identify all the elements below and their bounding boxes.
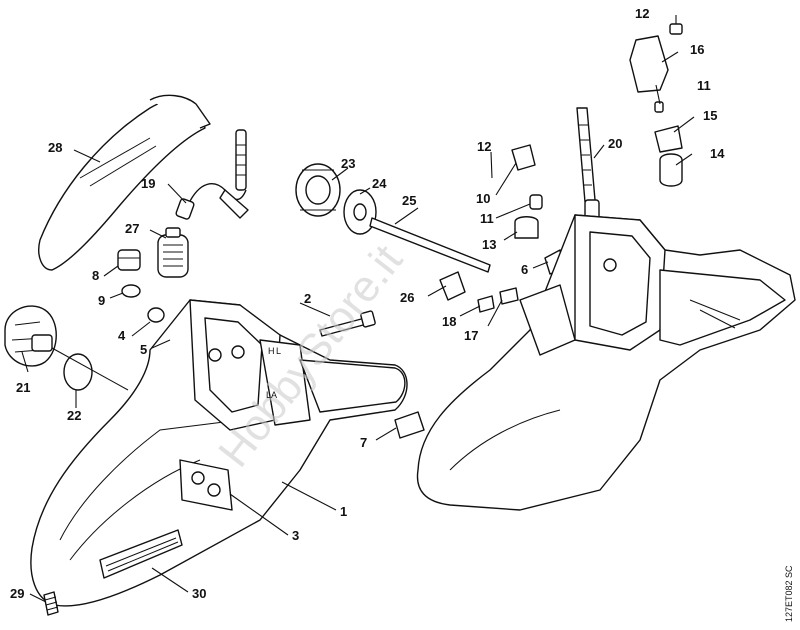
callout-23: 23 [341, 156, 355, 171]
bushing-part [499, 287, 519, 305]
callout-4: 4 [118, 328, 126, 343]
oil-pump-worm-part [295, 163, 341, 217]
handle-grip-part [629, 35, 669, 93]
callout-7: 7 [360, 435, 367, 450]
callout-22: 22 [67, 408, 81, 423]
callout-15: 15 [703, 108, 717, 123]
callout-5: 5 [140, 342, 147, 357]
callout-16: 16 [690, 42, 704, 57]
callout-12-upper: 12 [635, 6, 649, 21]
screw-part [319, 310, 376, 337]
callout-11-lower: 11 [480, 211, 494, 226]
callout-12-lower: 12 [477, 139, 491, 154]
callout-18: 18 [442, 314, 456, 329]
callout-3: 3 [292, 528, 299, 543]
rear-housing-part [416, 214, 796, 511]
housing-mark-h: H [268, 346, 275, 356]
handle-cover-part [38, 94, 211, 271]
leader-lines [21, 15, 695, 603]
link-part [439, 271, 466, 301]
callout-19: 19 [141, 176, 155, 191]
drive-spring-part [369, 217, 491, 273]
screw-top-part [669, 23, 683, 35]
throttle-rod-part [576, 107, 600, 223]
callout-11-upper: 11 [697, 78, 711, 93]
damper-part [659, 153, 683, 187]
spring-part [529, 194, 543, 210]
callout-27: 27 [125, 221, 139, 236]
callout-9: 9 [98, 293, 105, 308]
callout-1: 1 [340, 504, 347, 519]
callout-14: 14 [710, 146, 725, 161]
callout-6: 6 [521, 262, 528, 277]
callout-24: 24 [372, 176, 387, 191]
callout-13: 13 [482, 237, 496, 252]
callout-10: 10 [476, 191, 490, 206]
buffer-part [514, 216, 539, 239]
callout-8: 8 [92, 268, 99, 283]
fuel-hose-part [175, 129, 249, 220]
bolt-part [43, 591, 59, 616]
callout-29: 29 [10, 586, 24, 601]
drawing-code: 127ET082 SC [784, 565, 794, 622]
o-ring-part [121, 284, 141, 298]
housing-mark-l: L [276, 346, 281, 356]
callout-30: 30 [192, 586, 206, 601]
callout-26: 26 [400, 290, 414, 305]
grommet-part [147, 307, 165, 323]
valve-cap-part [654, 125, 683, 153]
housing-mark-la: LA [266, 390, 277, 400]
callout-21: 21 [16, 380, 30, 395]
callout-labels: 1 2 3 4 5 6 7 8 9 10 11 11 12 12 13 14 1… [10, 6, 725, 601]
callout-28: 28 [48, 140, 62, 155]
callout-17: 17 [464, 328, 478, 343]
seal-ring-part [51, 347, 129, 391]
oil-pump-part [4, 305, 57, 367]
vent-plug-part [117, 249, 141, 271]
spacer-disc-part [343, 189, 377, 235]
fuel-filter-part [157, 227, 189, 278]
callout-20: 20 [608, 136, 622, 151]
callout-25: 25 [402, 193, 416, 208]
retainer-part [394, 411, 425, 439]
callout-2: 2 [304, 291, 311, 306]
pin-part [654, 101, 664, 113]
throttle-trigger-part [511, 144, 536, 171]
washer-part [477, 295, 495, 313]
